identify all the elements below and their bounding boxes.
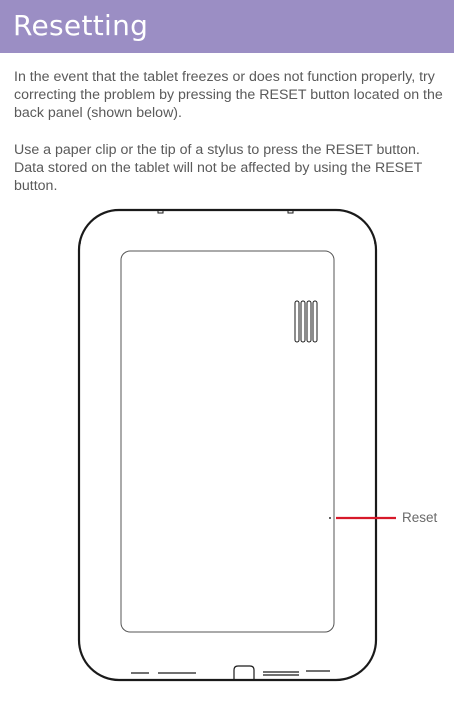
bottom-edge-ports <box>131 665 330 680</box>
reset-pinhole <box>329 517 331 519</box>
top-edge-detail-right <box>287 210 294 214</box>
instruction-paragraph: Use a paper clip or the tip of a stylus … <box>14 142 423 194</box>
reset-callout-label: Reset <box>402 510 438 525</box>
tablet-outer-shell <box>77 208 378 682</box>
intro-paragraph: In the event that the tablet freezes or … <box>14 69 443 121</box>
page-header: Resetting <box>0 0 454 53</box>
top-edge-detail-left <box>157 210 164 214</box>
speaker-grille-icon <box>294 300 318 343</box>
back-panel <box>120 250 335 633</box>
tablet-back-illustration <box>77 208 396 682</box>
page-title: Resetting <box>13 9 149 42</box>
